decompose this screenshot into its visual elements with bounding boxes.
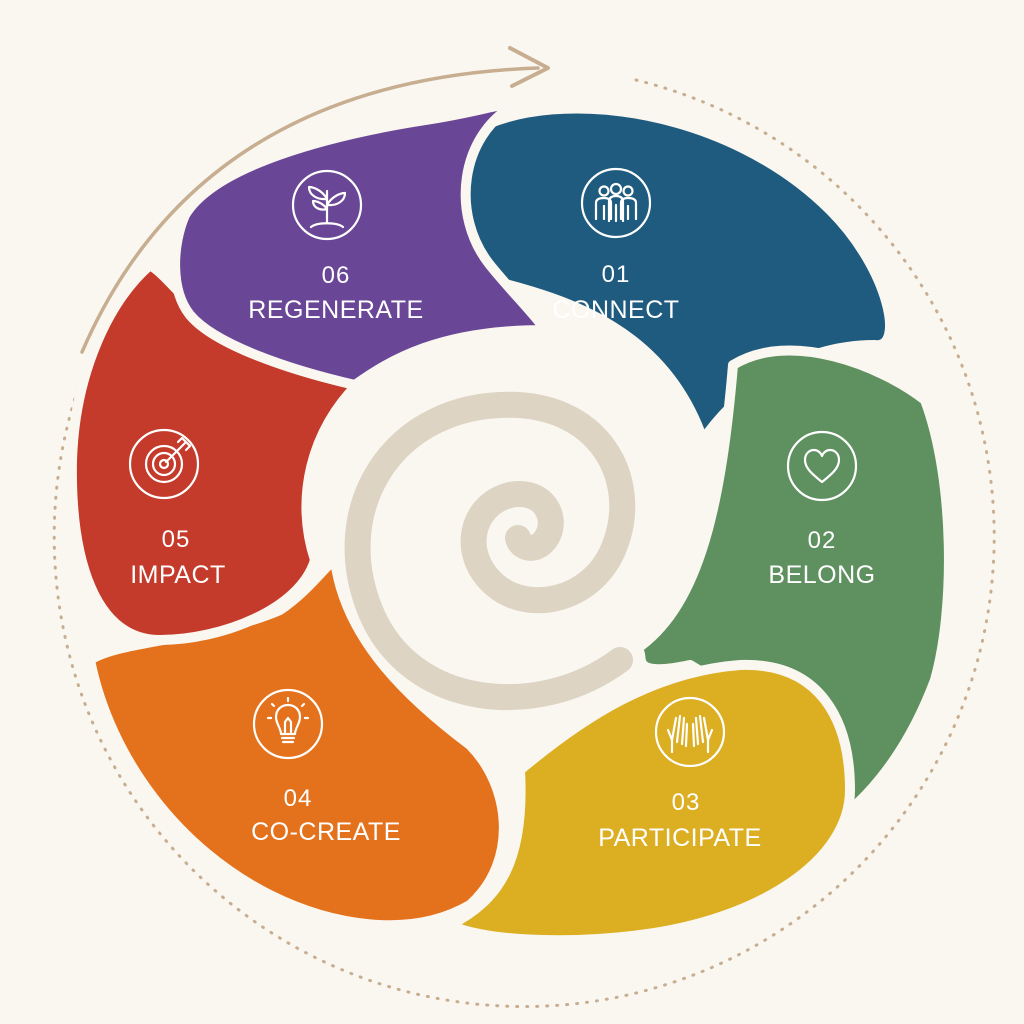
- heart-icon: [786, 430, 858, 502]
- segment-regenerate: [170, 98, 550, 390]
- target-icon: [128, 428, 200, 500]
- stage-number-02: 02: [808, 527, 837, 554]
- stage-icons: [128, 167, 858, 768]
- stage-number-06: 06: [322, 262, 351, 289]
- stage-number-05: 05: [162, 526, 191, 553]
- stage-labels: 01 CONNECT 02 BELONG 03 PARTICIPATE 04 C…: [130, 261, 875, 852]
- cycle-arrow: [80, 46, 550, 354]
- stage-name-participate: PARTICIPATE: [598, 824, 761, 852]
- sprout-icon: [291, 169, 363, 241]
- people-group-icon: [580, 167, 652, 239]
- segment-participate: [445, 659, 855, 946]
- stage-name-connect: CONNECT: [552, 296, 679, 324]
- raised-hands-icon: [654, 696, 726, 768]
- stage-number-03: 03: [672, 789, 701, 816]
- stage-number-04: 04: [284, 785, 313, 812]
- stage-number-01: 01: [602, 261, 631, 288]
- stage-name-co-create: CO-CREATE: [251, 818, 401, 846]
- stage-name-belong: BELONG: [768, 561, 875, 589]
- stage-name-impact: IMPACT: [130, 561, 226, 589]
- outer-dotted-ring: [52, 78, 996, 1009]
- lightbulb-icon: [252, 688, 324, 760]
- stage-name-regenerate: REGENERATE: [248, 296, 423, 324]
- center-spiral: [344, 391, 636, 711]
